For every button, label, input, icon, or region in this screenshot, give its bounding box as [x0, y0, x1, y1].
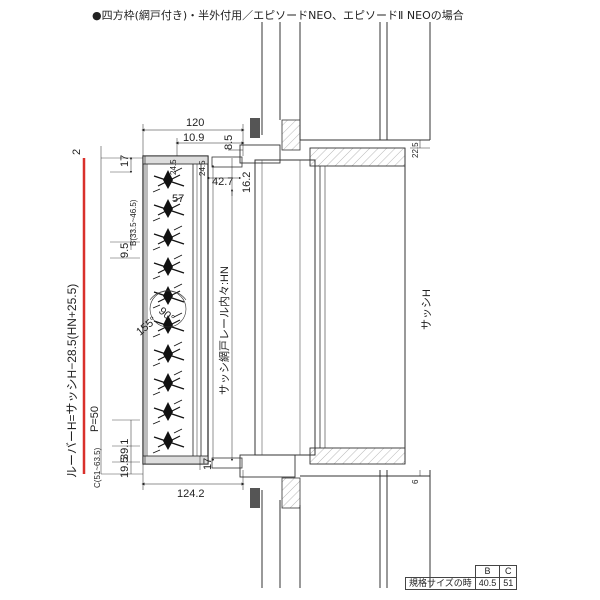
dim-left-2: 2 — [71, 149, 83, 155]
dim-top-width: 120 — [186, 117, 204, 129]
dim-57: 57 — [172, 193, 184, 205]
dim-9-5: 9.5 — [119, 243, 131, 258]
spec-table: B C 規格サイズの時 40.5 51 — [405, 565, 518, 590]
dim-upper-17: 17 — [119, 155, 131, 167]
spec-c-value: 51 — [499, 577, 518, 590]
dim-bottom-width: 124.2 — [177, 488, 205, 500]
dim-top-gap: 8.5 — [223, 135, 235, 150]
spec-col-b: B — [474, 565, 501, 578]
dim-b-range: B(33.5~46.5) — [129, 199, 138, 246]
screen-rail-label: サッシ網戸レール内々:HN — [217, 266, 231, 395]
spec-col-c: C — [499, 565, 518, 578]
dim-39-1: 39.1 — [119, 439, 131, 460]
sash-height-label: サッシH — [420, 289, 433, 330]
angle-90: 90° — [156, 305, 176, 325]
top-dimensions — [100, 124, 245, 475]
dim-top-inner: 10.9 — [183, 132, 204, 144]
sash-window — [211, 144, 430, 478]
dim-16-2: 16.2 — [241, 172, 253, 193]
spec-row-label: 規格サイズの時 — [405, 577, 476, 590]
bottom-dimensions — [112, 140, 421, 490]
dim-c-range: C(51~63.5) — [93, 447, 102, 488]
dim-22-5: 22.5 — [411, 142, 420, 158]
louver-height-label: ルーバーH=サッシH−28.5(HN+25.5) — [65, 284, 79, 478]
dim-19-5: 19.5 — [119, 457, 131, 478]
dim-lower-17: 17 — [202, 458, 214, 470]
diagram-title: ●四方枠(網戸付き)・半外付用／エピソードNEO、エピソードⅡ NEOの場合 — [92, 9, 464, 22]
dim-24-5b: 24.5 — [198, 160, 207, 176]
dim-pitch: P=50 — [89, 406, 101, 432]
wall-structure — [250, 22, 431, 588]
louver-frame — [142, 155, 209, 465]
dim-42-7: 42.7 — [212, 176, 233, 188]
louver-blades — [149, 167, 187, 454]
dim-24-5a: 24.5 — [169, 159, 178, 175]
dim-6: 6 — [411, 479, 420, 484]
spec-b-value: 40.5 — [474, 577, 501, 590]
